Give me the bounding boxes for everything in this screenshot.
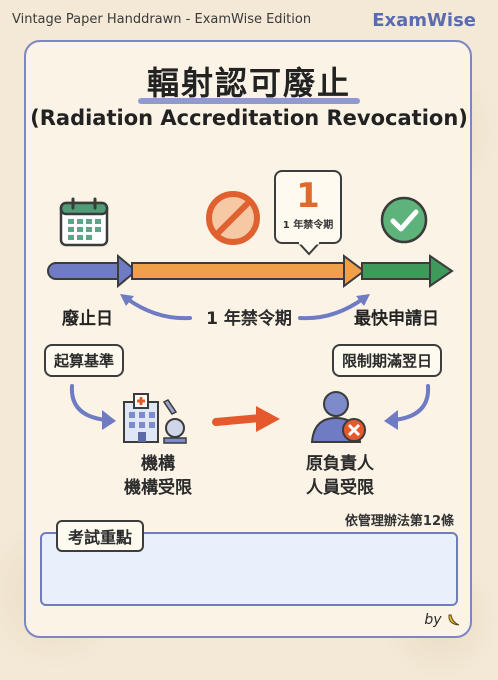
end-tag: 限制期滿翌日 <box>332 344 443 377</box>
bubble-pointer <box>298 242 320 256</box>
left-curved-arrow <box>120 294 192 321</box>
banana-icon <box>446 612 462 628</box>
bubble-number: 1 <box>296 176 320 216</box>
effect-arrow <box>212 406 280 432</box>
personnel-effect: 原負責人 人員受限 <box>290 452 390 500</box>
institution-title: 機構 <box>141 454 175 474</box>
header-title: Vintage Paper Handdrawn - ExamWise Editi… <box>12 12 312 27</box>
ban-period-bubble: 1 1 年禁令期 <box>274 170 342 244</box>
page-title: 輻射認可廢止 <box>146 64 351 102</box>
byline: by <box>424 612 462 628</box>
bubble-text: 1 年禁令期 <box>282 220 334 231</box>
prohibited-icon <box>205 190 261 250</box>
down-right-arrow <box>384 384 431 430</box>
institution-restricted: 機構受限 <box>124 478 192 498</box>
start-tag: 起算基準 <box>44 344 125 377</box>
calendar-icon <box>58 196 110 252</box>
right-curved-arrow <box>298 294 370 321</box>
check-icon <box>378 194 430 250</box>
ban-period-label: 1 年禁令期 <box>206 309 292 329</box>
timeline-arrow <box>47 254 454 289</box>
legal-basis: 依管理辦法第12條 <box>344 514 454 529</box>
hospital-icon <box>118 392 190 450</box>
personnel-restricted: 人員受限 <box>306 478 374 498</box>
institution-effect: 機構 機構受限 <box>108 452 208 500</box>
start-date-label: 廢止日 <box>62 309 113 329</box>
byline-text: by <box>424 612 442 628</box>
person-restricted-icon <box>308 388 372 450</box>
title-underline <box>138 98 360 104</box>
personnel-title: 原負責人 <box>306 454 374 474</box>
exam-points-title: 考試重點 <box>56 520 145 552</box>
down-left-arrow <box>69 384 116 430</box>
page-subtitle: (Radiation Accreditation Revocation) <box>30 106 468 130</box>
brand-logo: ExamWise <box>372 10 476 31</box>
end-date-label: 最快申請日 <box>354 309 439 329</box>
